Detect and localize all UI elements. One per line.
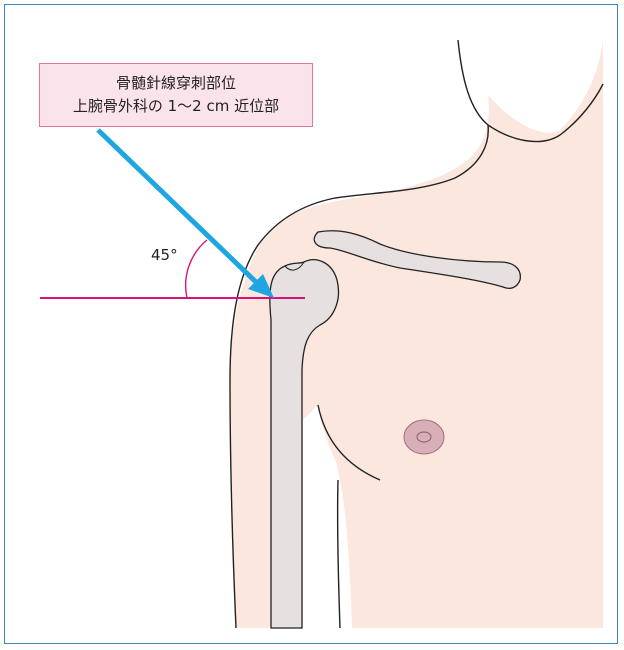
angle-arc: [186, 240, 207, 298]
puncture-site-callout: 骨髄針線穿刺部位 上腕骨外科の 1～2 cm 近位部: [39, 63, 313, 127]
needle-arrow-shaft: [98, 130, 258, 284]
angle-label: 45°: [151, 246, 178, 264]
callout-line-2: 上腕骨外科の 1～2 cm 近位部: [73, 95, 279, 118]
inner-arm-outline: [338, 480, 340, 628]
humerus-bone: [270, 260, 339, 628]
callout-line-1: 骨髄針線穿刺部位: [116, 72, 236, 95]
nipple: [404, 420, 444, 454]
